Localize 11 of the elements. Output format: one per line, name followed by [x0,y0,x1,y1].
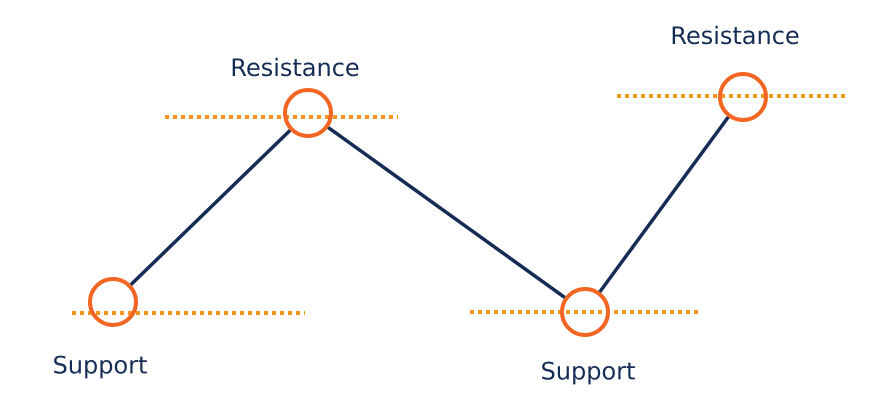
level-label: Support [54,356,147,378]
price-line [598,116,730,293]
marker-circle [88,277,138,327]
level-label: Resistance [672,26,798,44]
marker-circle [560,287,610,337]
marker-circle [283,88,333,138]
marker-circle [718,72,768,122]
price-line [327,126,566,299]
price-line [130,129,292,286]
level-label: Resistance [232,58,358,76]
level-label: Support [542,362,635,384]
